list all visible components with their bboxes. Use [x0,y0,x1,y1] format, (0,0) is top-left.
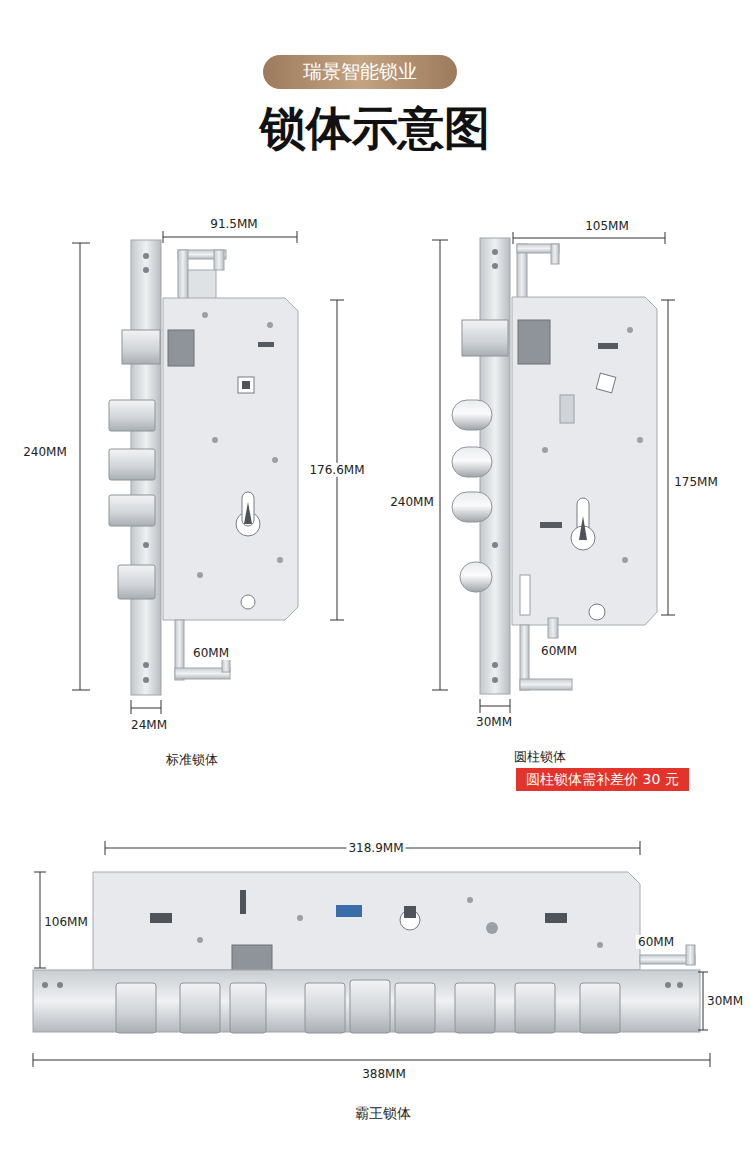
price-note-box: 圆柱锁体需补差价 30 元 [516,768,689,791]
cylinder-lock [452,238,657,694]
dimension-label: 30MM [474,715,514,729]
dimension-label: 30MM [705,994,745,1008]
dimension-label: 91.5MM [208,217,259,231]
dimension-label: 318.9MM [346,841,405,855]
dimension-label: 388MM [360,1067,408,1081]
dimension-label: 105MM [583,219,631,233]
page-title: 锁体示意图 [0,98,750,158]
dimension-label: 240MM [21,445,69,459]
caption-text: 圆柱锁体 [512,749,568,765]
node-text: 瑞景智能锁业 [303,59,417,85]
dimension-label: 60MM [539,644,579,658]
dimension-label: 175MM [672,475,720,489]
caption-text: 霸王锁体 [353,1105,413,1122]
dimension-label: 60MM [191,646,231,660]
dimension-label: 176.6MM [307,463,366,477]
overlord-lock [33,872,700,1033]
dimension-label: 24MM [129,718,169,732]
dimension-label: 60MM [636,935,676,949]
dimension-label: 106MM [42,915,90,929]
dimension-lines [33,231,710,1067]
caption-text: 标准锁体 [164,752,220,768]
dimension-label: 240MM [388,495,436,509]
node-text: 圆柱锁体需补差价 30 元 [526,771,679,789]
standard-lock [109,240,298,695]
brand-pill: 瑞景智能锁业 [263,55,457,89]
